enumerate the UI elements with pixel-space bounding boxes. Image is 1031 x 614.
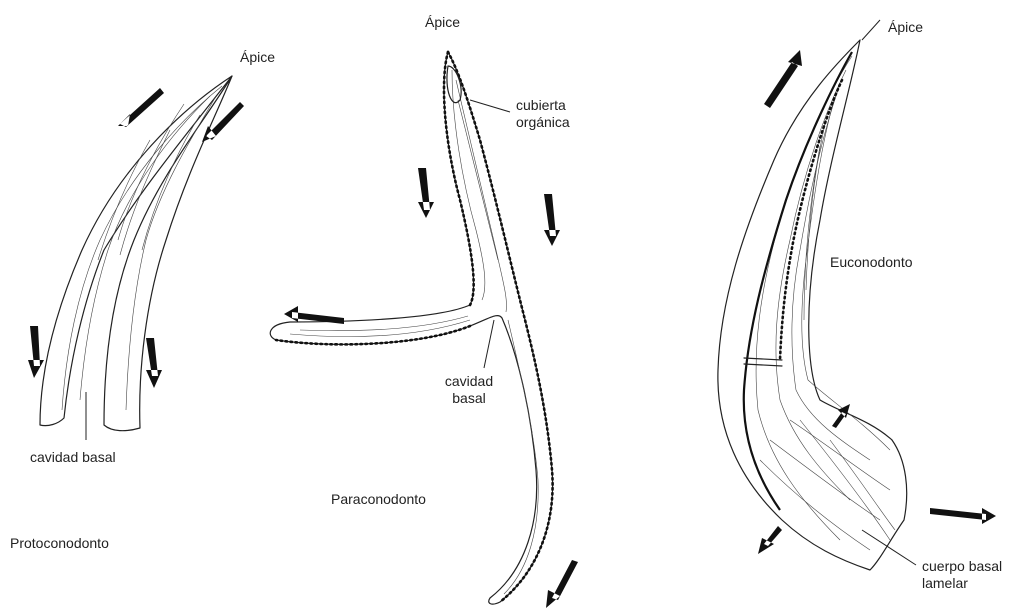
protoconodonto-drawing	[28, 76, 244, 440]
euconodonto-basal-body-label-1: cuerpo basal	[922, 558, 1002, 575]
protoconodonto-apex-label: Ápice	[240, 49, 275, 66]
paraconodonto-organic-cover-label-1: cubierta	[516, 97, 566, 114]
paraconodonto-apex-label: Ápice	[425, 14, 460, 31]
paraconodonto-name: Paraconodonto	[331, 491, 426, 508]
euconodonto-basal-body-label-2: lamelar	[922, 575, 968, 592]
paraconodonto-drawing	[270, 52, 578, 608]
euconodonto-name: Euconodonto	[830, 254, 913, 271]
paraconodonto-basal-cavity-label-1: cavidad	[434, 373, 504, 390]
euconodonto-drawing	[718, 20, 996, 570]
paraconodonto-organic-cover-label-2: orgánica	[516, 114, 570, 131]
protoconodonto-basal-cavity-label: cavidad basal	[30, 449, 116, 466]
paraconodonto-basal-cavity-label-2: basal	[434, 390, 504, 407]
euconodonto-apex-label: Ápice	[888, 19, 923, 36]
protoconodonto-name: Protoconodonto	[10, 535, 109, 552]
